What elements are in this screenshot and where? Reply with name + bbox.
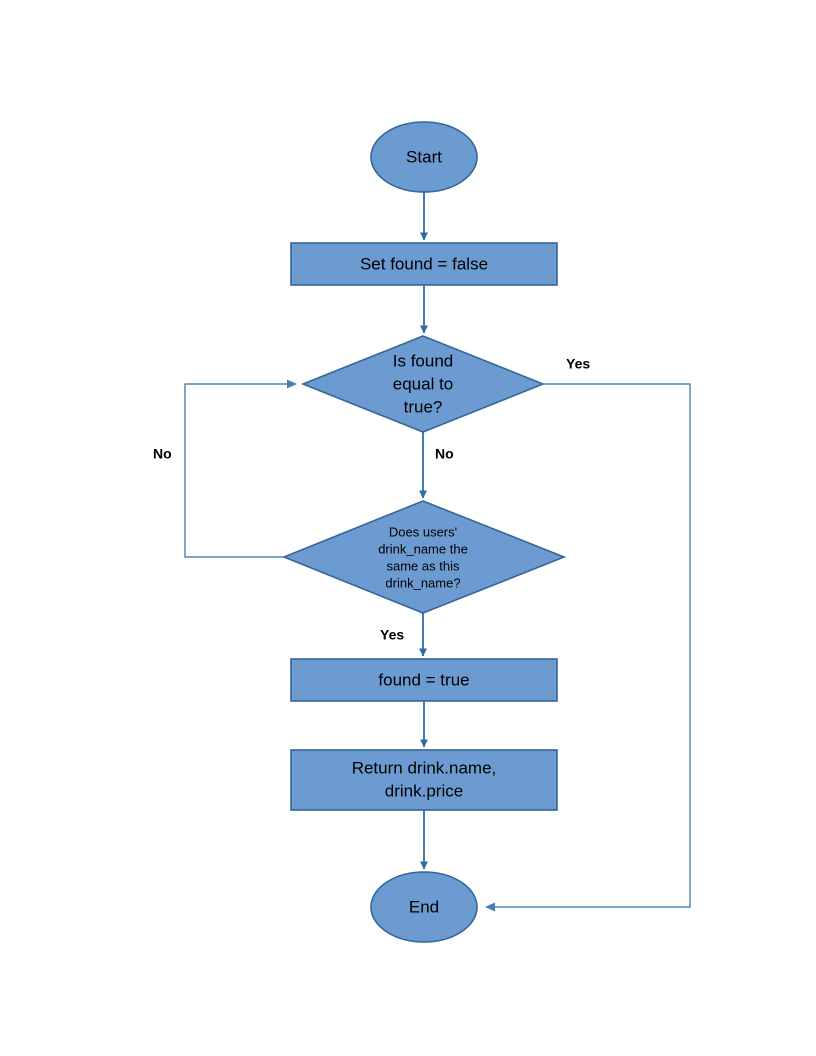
- found-true-rect: [290, 658, 558, 702]
- return-drink-label-line1: Return drink.name,: [352, 758, 497, 777]
- node-set-found-false[interactable]: Set found = false: [290, 242, 558, 286]
- edge-decision2-no: [184, 379, 297, 558]
- end-ellipse: [370, 871, 478, 943]
- is-found-true-diamond: [300, 335, 546, 433]
- edge-decision1-yes: [485, 383, 691, 912]
- node-end[interactable]: End: [370, 871, 478, 943]
- start-label: Start: [406, 147, 442, 166]
- edge-label-decision2-no: No: [153, 446, 172, 462]
- is-found-true-label-line1: Is found: [393, 351, 454, 370]
- end-label: End: [409, 897, 439, 916]
- drink-name-match-label-line4: drink_name?: [385, 575, 460, 590]
- node-drink-name-match[interactable]: Does users' drink_name the same as this …: [281, 500, 567, 614]
- is-found-true-label-line3: true?: [404, 397, 443, 416]
- node-start[interactable]: Start: [370, 121, 478, 193]
- node-found-true[interactable]: found = true: [290, 658, 558, 702]
- start-ellipse: [370, 121, 478, 193]
- drink-name-match-label-line2: drink_name the: [378, 541, 468, 556]
- return-drink-rect: [290, 749, 558, 811]
- edge-label-decision2-yes: Yes: [380, 627, 404, 643]
- is-found-true-label-line2: equal to: [393, 374, 454, 393]
- drink-name-match-label-line3: same as this: [387, 558, 460, 573]
- node-is-found-true[interactable]: Is found equal to true?: [300, 335, 546, 433]
- edge-label-decision1-yes: Yes: [566, 356, 590, 372]
- drink-name-match-diamond: [281, 500, 567, 614]
- found-true-label: found = true: [378, 670, 469, 689]
- drink-name-match-label-line1: Does users': [389, 524, 457, 539]
- edge-label-decision1-no: No: [435, 446, 454, 462]
- set-found-false-label: Set found = false: [360, 254, 488, 273]
- node-return-drink[interactable]: Return drink.name, drink.price: [290, 749, 558, 811]
- return-drink-label-line2: drink.price: [385, 781, 463, 800]
- set-found-false-rect: [290, 242, 558, 286]
